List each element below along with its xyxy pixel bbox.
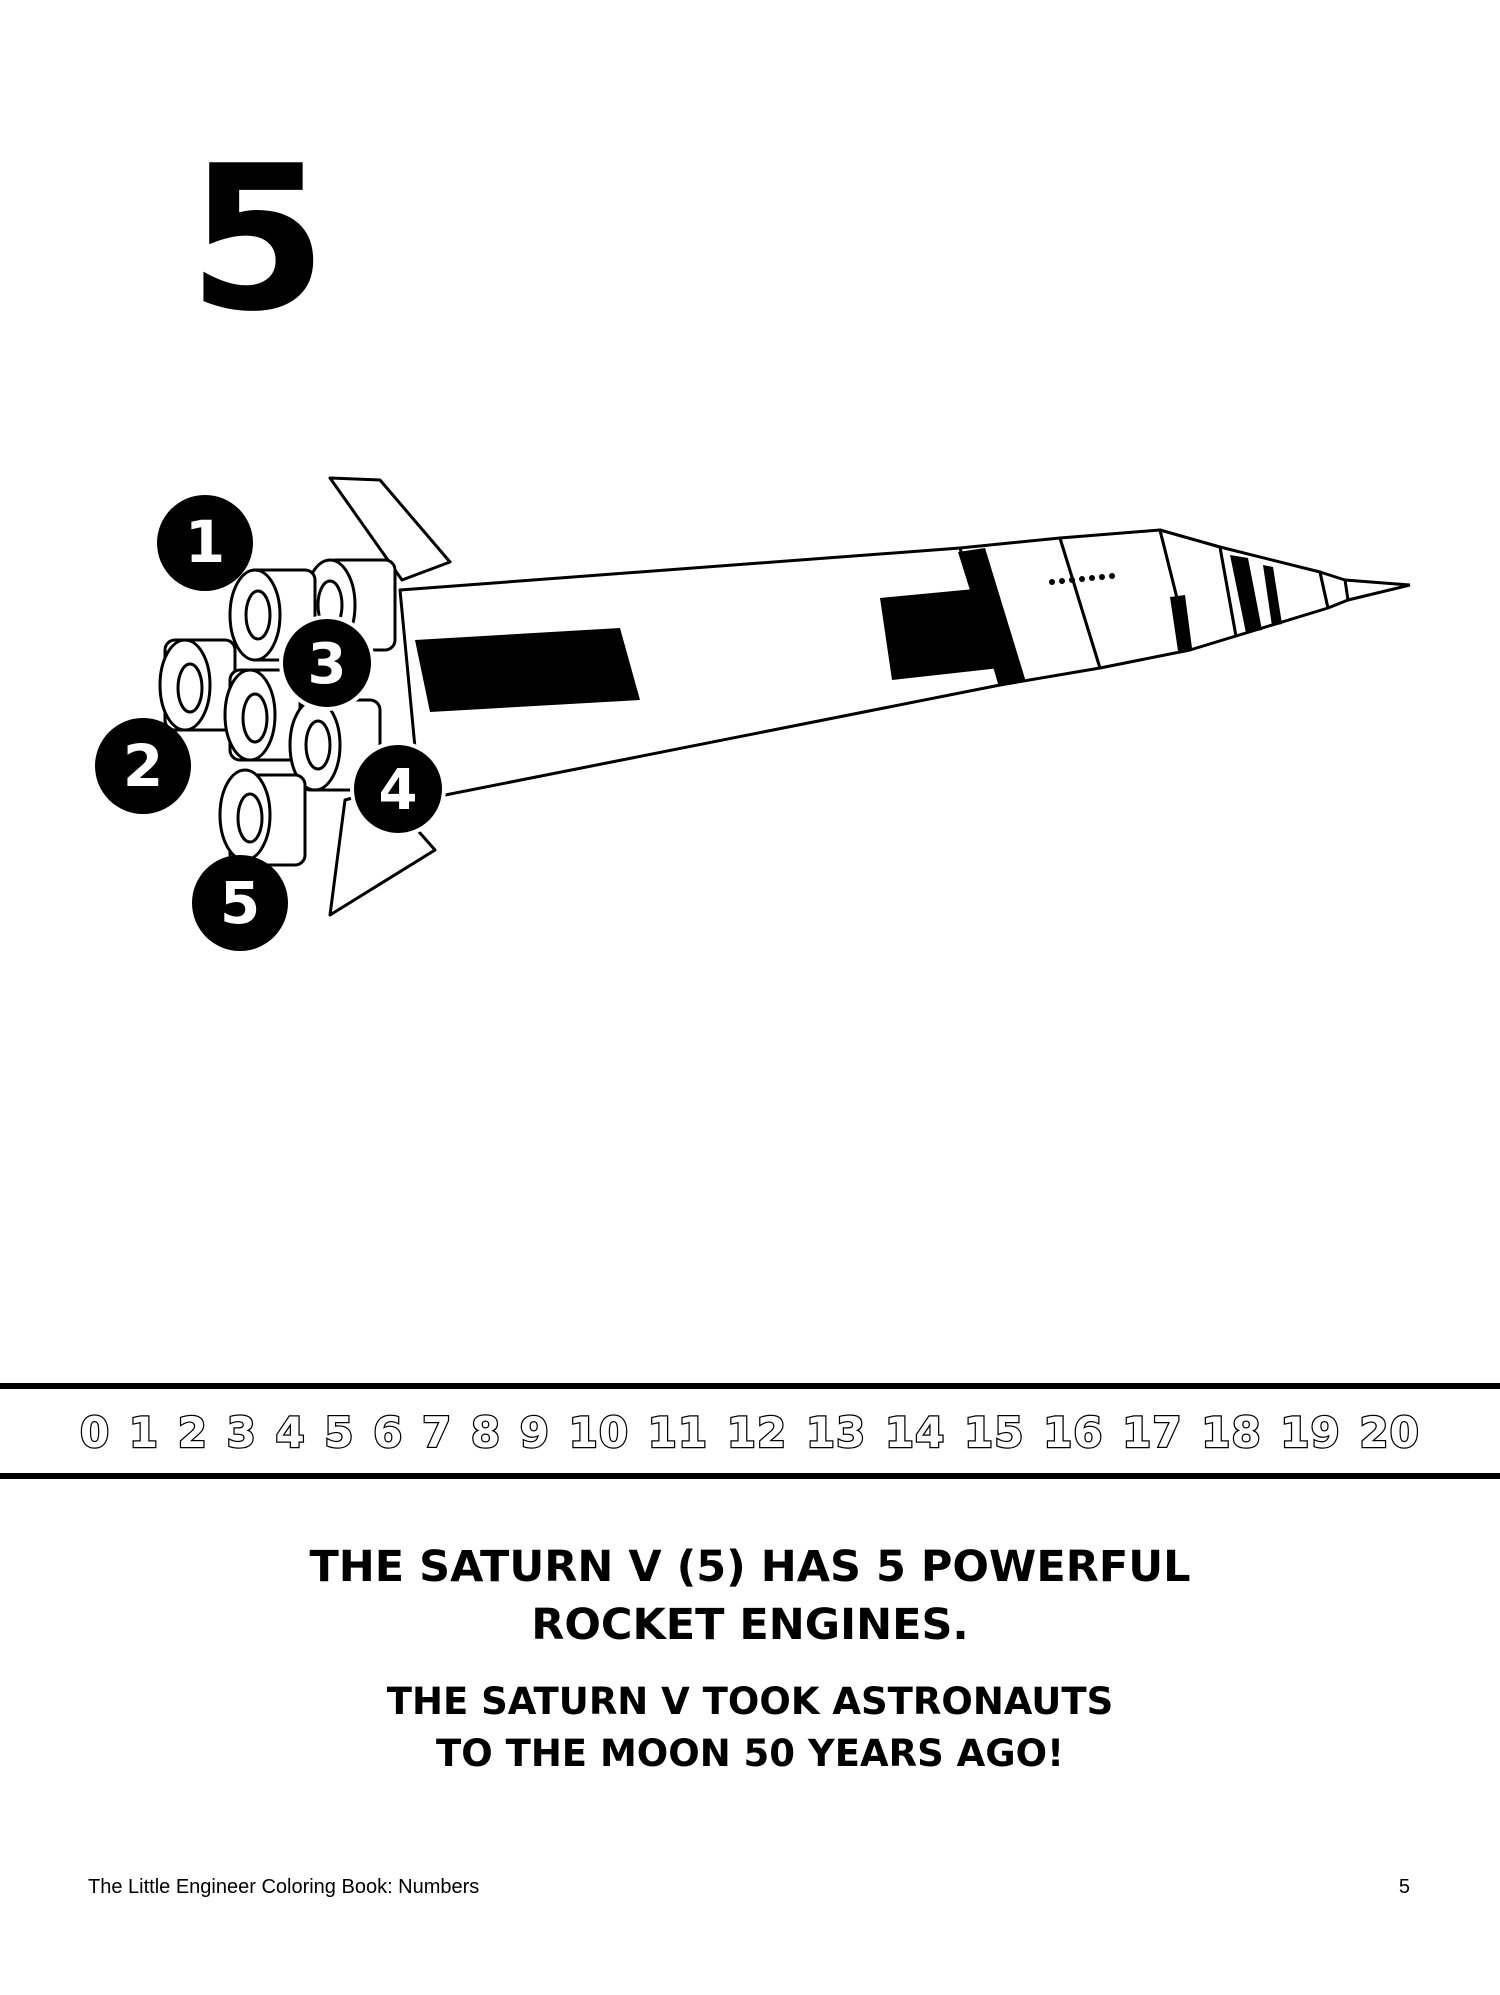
caption-sub-line-2: TO THE MOON 50 YEARS AGO!: [436, 1732, 1064, 1775]
caption-sub-line-1: THE SATURN V TOOK ASTRONAUTS: [386, 1680, 1114, 1723]
rocket-bands: [415, 548, 1282, 712]
number-line-item: 5: [323, 1406, 355, 1458]
caption-main-line-1: THE SATURN V (5) HAS 5 POWERFUL: [309, 1542, 1191, 1592]
number-line-item: 20: [1358, 1406, 1420, 1458]
caption-main-line-2: ROCKET ENGINES.: [531, 1600, 969, 1650]
engine-badge-2: [95, 718, 191, 814]
number-line-item: 15: [963, 1406, 1025, 1458]
number-line-item: 8: [470, 1406, 502, 1458]
number-line-top-rule: [0, 1383, 1500, 1389]
saturn-v-rocket-illustration: 1 2 3 4 5: [95, 476, 1411, 951]
engine-label-2: 2: [123, 732, 163, 800]
engine-badge-5: [192, 855, 288, 951]
number-line-item: 14: [884, 1406, 946, 1458]
number-line-item: 7: [421, 1406, 453, 1458]
number-line-item: 13: [805, 1406, 867, 1458]
footer-page-number: 5: [1398, 1876, 1410, 1898]
caption-sub: THE SATURN V TOOK ASTRONAUTS TO THE MOON…: [0, 1676, 1500, 1780]
engine-badge-1: [157, 495, 253, 591]
number-line-item: 12: [725, 1406, 788, 1458]
engine-label-1: 1: [185, 508, 225, 576]
rocket-engines: [158, 558, 397, 867]
number-line-item: 4: [274, 1406, 306, 1458]
engine-label-3: 3: [308, 632, 347, 697]
engine-label-5: 5: [220, 869, 260, 937]
number-line: 0 1 2 3 4 5 6 7 8 9 10 11 12 13 14 15 16…: [79, 1404, 1420, 1460]
engine-badge-4: [350, 741, 446, 837]
engine-badges: 1 2 3 4 5: [95, 495, 446, 951]
number-line-item: 16: [1042, 1406, 1104, 1458]
number-line-item: 3: [225, 1406, 257, 1458]
number-line-bottom-rule: [0, 1473, 1500, 1479]
number-line-item: 1: [128, 1406, 160, 1458]
number-line-item: 17: [1121, 1406, 1183, 1458]
number-line-item: 10: [567, 1406, 630, 1458]
big-number: 5: [188, 123, 328, 356]
number-line-item: 18: [1200, 1406, 1262, 1458]
number-line-item: 2: [176, 1406, 208, 1458]
number-line-item: 6: [372, 1406, 404, 1458]
rocket-body: [328, 476, 1411, 917]
footer-book-title: The Little Engineer Coloring Book: Numbe…: [88, 1876, 480, 1898]
number-line-item: 9: [518, 1406, 550, 1458]
engine-label-4: 4: [379, 758, 418, 823]
rocket-details: [1049, 573, 1115, 585]
number-line-item: 0: [79, 1406, 111, 1458]
engine-badge-3: [279, 615, 375, 711]
number-line-item: 19: [1279, 1406, 1341, 1458]
caption-main: THE SATURN V (5) HAS 5 POWERFUL ROCKET E…: [0, 1538, 1500, 1654]
number-line-item: 11: [646, 1406, 709, 1458]
